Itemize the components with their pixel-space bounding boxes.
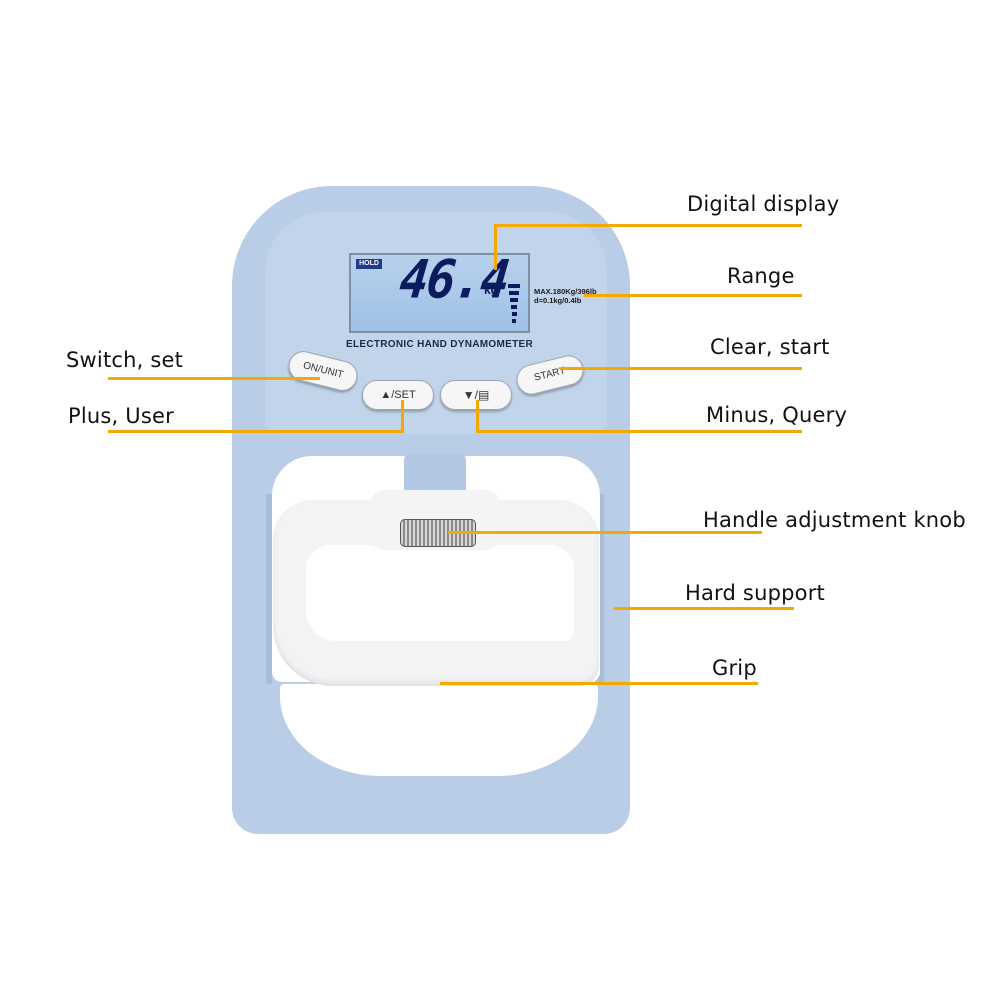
line-range — [584, 294, 802, 297]
handle-stem — [404, 454, 466, 494]
line-support — [614, 607, 794, 610]
line-clear — [560, 367, 802, 370]
left-support-rail — [266, 494, 272, 684]
book-icon: ▤ — [477, 388, 490, 402]
line-knob — [448, 531, 762, 534]
label-digital-display: Digital display — [687, 192, 840, 216]
brand-text: ELECTRONIC HAND DYNAMOMETER — [346, 339, 533, 350]
label-switch-set: Switch, set — [66, 348, 184, 372]
label-minus-query: Minus, Query — [706, 403, 848, 427]
line-minus-v — [476, 400, 479, 433]
spec-max: MAX.180Kg/396lb — [534, 287, 597, 296]
line-display-v — [494, 224, 497, 270]
line-plus-h — [108, 430, 404, 433]
label-grip: Grip — [712, 656, 757, 680]
lower-opening — [280, 684, 598, 776]
line-display-h — [494, 224, 802, 227]
line-switch — [108, 377, 320, 380]
up-set-button[interactable]: ▲/SET — [362, 380, 434, 410]
down-query-label: ▼/ — [462, 388, 478, 402]
line-grip — [440, 682, 758, 685]
line-minus-h — [476, 430, 802, 433]
range-specs: MAX.180Kg/396lb d=0.1kg/0.4lb — [534, 287, 597, 305]
label-clear-start: Clear, start — [710, 335, 830, 359]
right-support-rail — [598, 494, 604, 684]
spec-division: d=0.1kg/0.4lb — [534, 296, 582, 305]
reading-unit: kg — [484, 283, 499, 297]
label-hard-support: Hard support — [685, 581, 825, 605]
label-handle-knob: Handle adjustment knob — [703, 508, 966, 532]
grip-opening — [306, 545, 574, 641]
label-range: Range — [727, 264, 795, 288]
line-plus-v — [401, 400, 404, 433]
label-plus-user: Plus, User — [68, 404, 174, 428]
hold-indicator: HOLD — [356, 259, 382, 269]
